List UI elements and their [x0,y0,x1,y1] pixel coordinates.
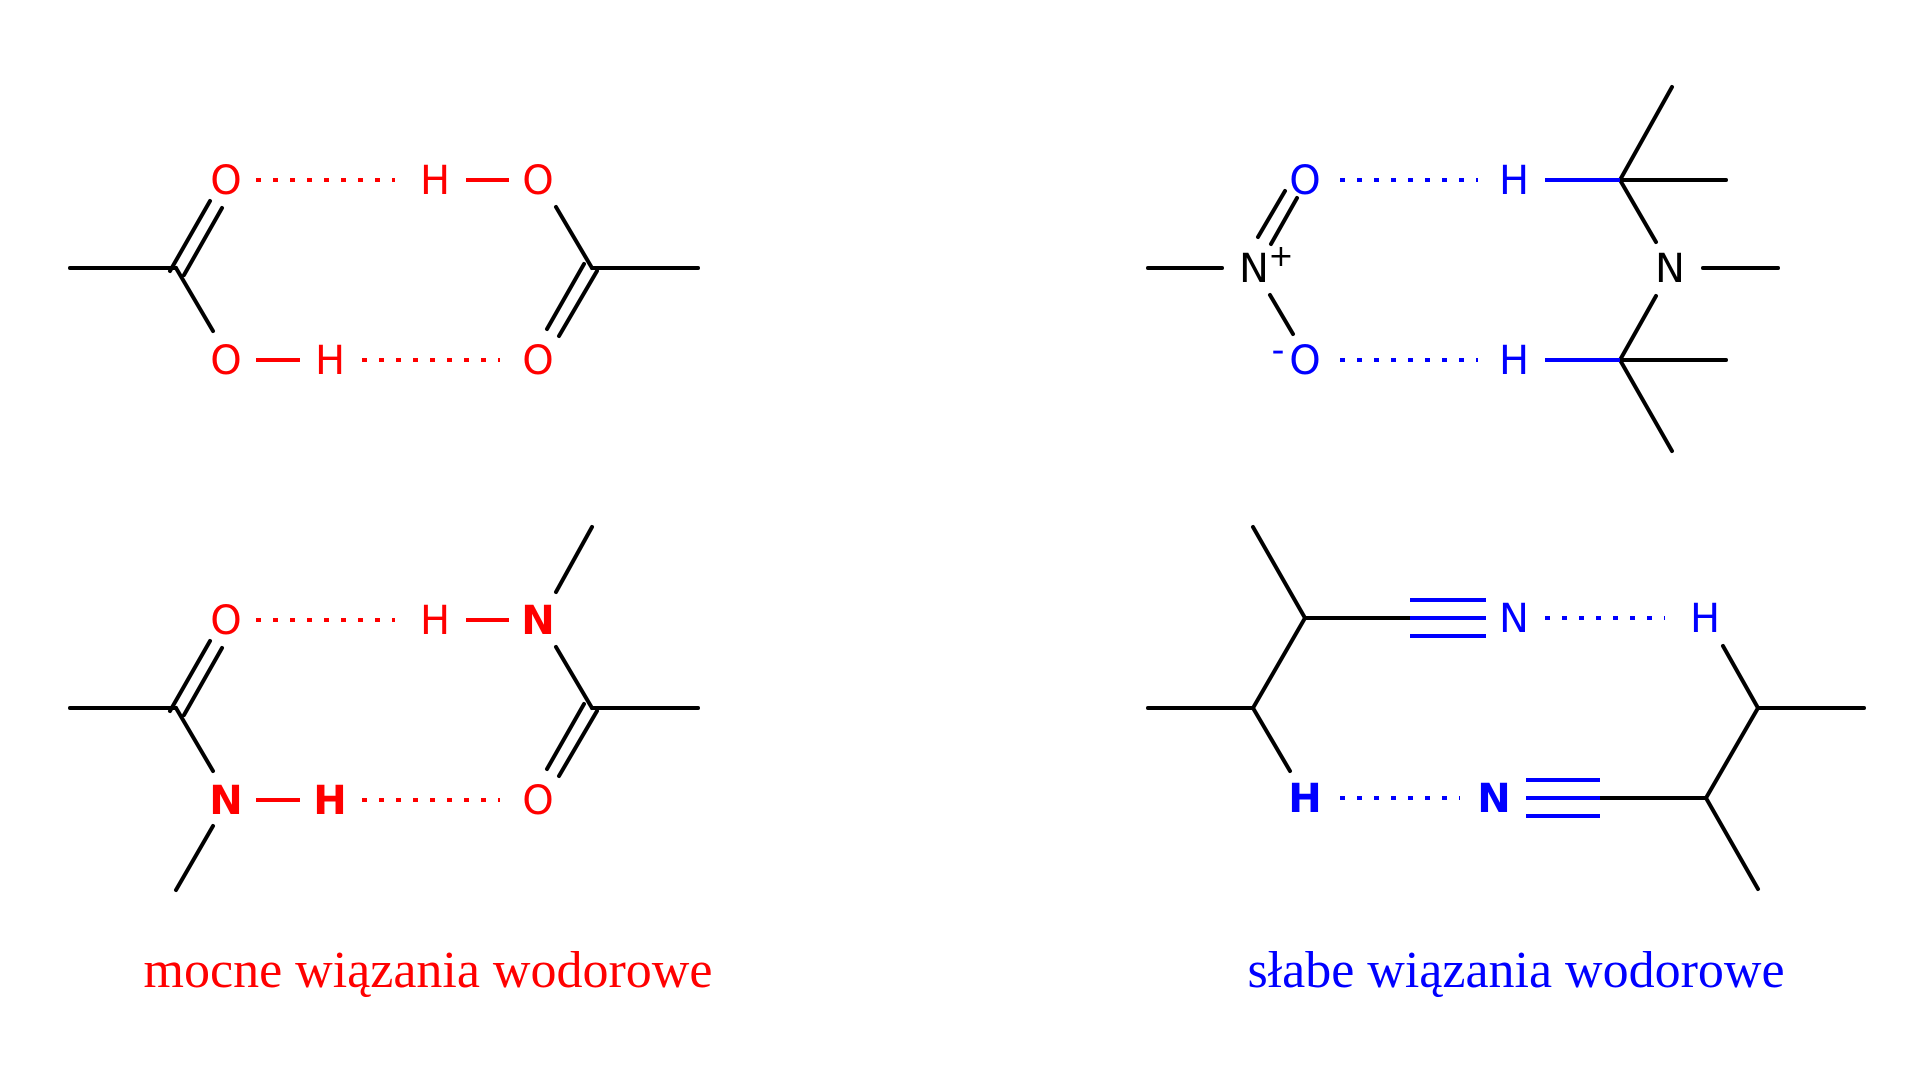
atom-hydrogen: H [1499,338,1529,384]
atom-hydrogen: H [313,778,346,824]
atom-oxygen: O [522,338,553,384]
atom-oxygen: O [210,158,241,204]
atom-hydrogen: H [1690,596,1720,642]
amide-dimer: O H N N H O [68,525,700,892]
atom-nitrogen: N [521,598,554,644]
atom-hydrogen: H [1288,776,1321,822]
atom-oxygen: O [522,158,553,204]
atom-nitrogen: N [1499,596,1529,642]
atom-nitrogen: N [1655,246,1685,292]
atom-hydrogen: H [420,158,450,204]
nitrile-pair: N H H N [1146,525,1866,891]
atom-oxygen: O [210,338,241,384]
atom-oxygen: O [522,778,553,824]
atom-nitrogen: N [209,778,242,824]
plus-charge: + [1268,239,1293,274]
caption-weak-hydrogen-bonds: słabe wiązania wodorowe [1247,942,1784,999]
atom-hydrogen: H [1499,158,1529,204]
atom-oxygen: O [1289,158,1320,204]
atom-hydrogen: H [420,598,450,644]
atom-nitrogen-cation: N [1239,246,1269,292]
minus-charge: - [1272,330,1285,371]
atom-hydrogen: H [315,338,345,384]
carboxylic-acid-dimer: O H O O H O [68,158,700,384]
nitro-amine-pair: N + N O - O H H [1146,85,1780,453]
caption-strong-hydrogen-bonds: mocne wiązania wodorowe [144,942,713,999]
atom-oxygen: O [1289,338,1320,384]
atom-nitrogen: N [1477,776,1510,822]
atom-oxygen: O [210,598,241,644]
